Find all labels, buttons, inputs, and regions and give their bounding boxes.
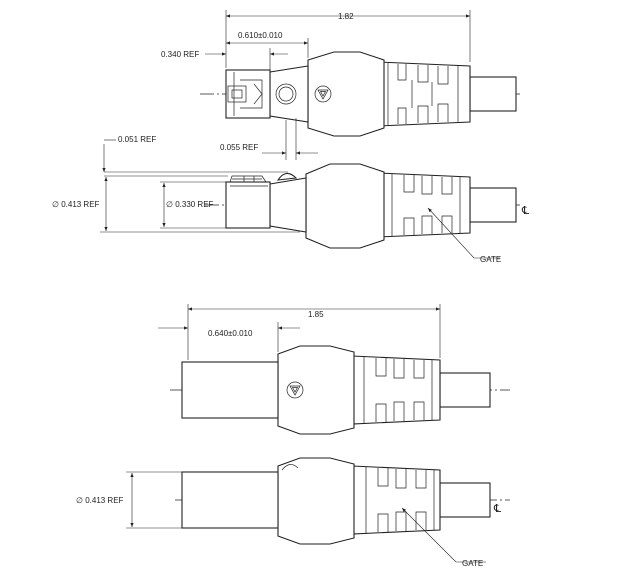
view-a-dim-overall: 1.82 [338, 12, 354, 21]
view-a-dim-tip: 0.610±0.010 [238, 31, 283, 40]
view-d-side-connector: ∅ 0.413 REF GATE ℄ [76, 457, 510, 568]
view-b-gate-label: GATE [480, 255, 501, 264]
view-b-dim-dia-330: ∅ 0.330 REF [166, 200, 214, 209]
view-a-triangle-mark-icon [314, 85, 332, 103]
view-a-molded-body [307, 51, 385, 137]
view-a-dim-ref-055: 0.055 REF [220, 143, 258, 152]
view-a-boot-ribs [387, 63, 459, 125]
view-c-top-connector: 1.85 0.640±0.010 [158, 304, 510, 435]
view-d-dim-dia-413: ∅ 0.413 REF [76, 496, 124, 505]
view-b-dim-ref-051: 0.051 REF [118, 135, 156, 144]
view-a-dim-ref-340: 0.340 REF [161, 50, 199, 59]
view-a-strain-relief [377, 61, 471, 127]
view-b-dim-dia-413: ∅ 0.413 REF [52, 200, 100, 209]
view-a-latch-button-icon [275, 83, 297, 105]
view-d-cable [439, 482, 491, 518]
view-d-centerline-symbol: ℄ [493, 503, 501, 515]
view-b-centerline-symbol: ℄ [521, 205, 529, 217]
view-c-dim-tip: 0.640±0.010 [208, 329, 253, 338]
view-b-tip [225, 181, 271, 229]
view-d-boot-ribs [365, 467, 435, 533]
view-a-top-connector: 1.82 0.610±0.010 0.340 REF 0.055 REF [161, 10, 520, 160]
view-b-side-connector: 0.051 REF ∅ 0.413 REF ∅ 0.330 REF GATE ℄ [52, 135, 529, 264]
view-c-tip [181, 361, 279, 419]
view-a-tip [225, 69, 271, 119]
view-b-neck [269, 177, 307, 233]
view-b-boot-ribs [391, 174, 461, 236]
view-b-molded-body [305, 163, 385, 249]
view-a-cable [469, 76, 517, 112]
view-d-gate-label: GATE [462, 559, 483, 568]
view-c-dim-overall: 1.85 [308, 310, 324, 319]
view-d-molded-body [277, 457, 355, 545]
view-b-cable [469, 187, 517, 223]
view-c-boot-ribs [363, 357, 433, 423]
view-b-latch-bump [276, 172, 298, 181]
view-c-cable [439, 372, 491, 408]
view-d-tip [181, 471, 279, 529]
view-c-strain-relief [351, 355, 441, 425]
view-c-triangle-mark-icon [286, 381, 304, 399]
view-c-molded-body [277, 345, 355, 435]
